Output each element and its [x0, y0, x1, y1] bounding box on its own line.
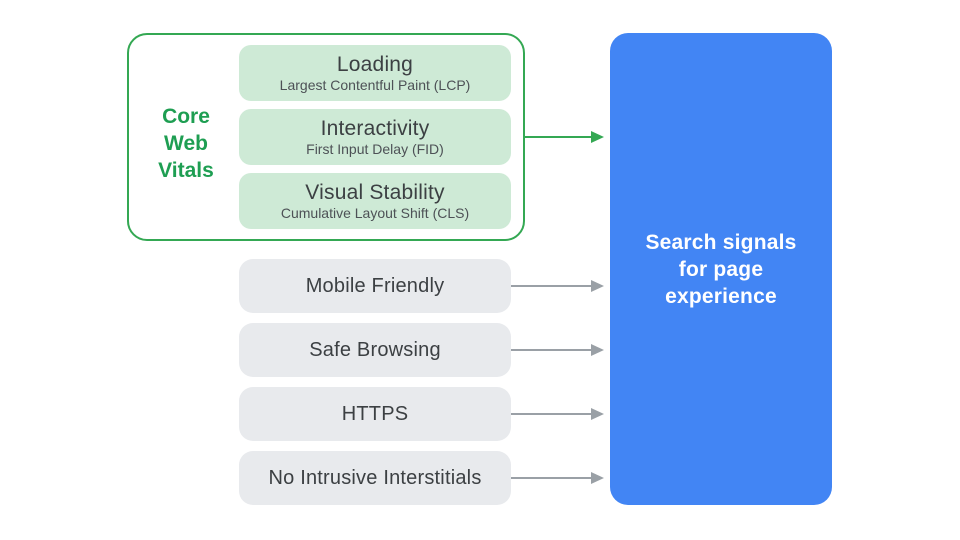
signal-label: No Intrusive Interstitials: [268, 466, 482, 489]
arrow-head: [591, 344, 604, 356]
vital-card-interactivity: Interactivity First Input Delay (FID): [239, 109, 511, 165]
signal-card-no-intrusive-interstitials: No Intrusive Interstitials: [239, 451, 511, 505]
arrow-shaft: [511, 349, 591, 351]
signal-arrow-icon: [511, 280, 604, 292]
signal-card-https: HTTPS: [239, 387, 511, 441]
vital-title: Loading: [336, 52, 414, 76]
vital-subtitle: Largest Contentful Paint (LCP): [279, 76, 471, 93]
arrow-head: [591, 280, 604, 292]
signal-card-safe-browsing: Safe Browsing: [239, 323, 511, 377]
search-signals-panel: Search signals for page experience: [610, 33, 832, 505]
vital-title: Interactivity: [320, 116, 430, 140]
arrow-shaft: [511, 285, 591, 287]
vital-card-visual-stability: Visual Stability Cumulative Layout Shift…: [239, 173, 511, 229]
signal-arrow-icon: [511, 472, 604, 484]
search-signals-label: Search signals for page experience: [645, 230, 797, 308]
arrow-head: [591, 472, 604, 484]
signal-label: HTTPS: [341, 402, 409, 425]
vital-title: Visual Stability: [305, 180, 445, 204]
vital-subtitle: Cumulative Layout Shift (CLS): [280, 204, 470, 221]
vital-card-loading: Loading Largest Contentful Paint (LCP): [239, 45, 511, 101]
signal-label: Mobile Friendly: [305, 274, 445, 297]
arrow-head: [591, 131, 604, 143]
core-web-vitals-arrow-icon: [524, 131, 604, 143]
signal-arrow-icon: [511, 344, 604, 356]
signal-label: Safe Browsing: [309, 338, 441, 361]
arrow-shaft: [524, 136, 591, 138]
core-web-vitals-label: Core Web Vitals: [158, 105, 214, 182]
arrow-shaft: [511, 477, 591, 479]
signal-card-mobile-friendly: Mobile Friendly: [239, 259, 511, 313]
signal-arrow-icon: [511, 408, 604, 420]
vital-subtitle: First Input Delay (FID): [306, 140, 444, 157]
arrow-shaft: [511, 413, 591, 415]
arrow-head: [591, 408, 604, 420]
